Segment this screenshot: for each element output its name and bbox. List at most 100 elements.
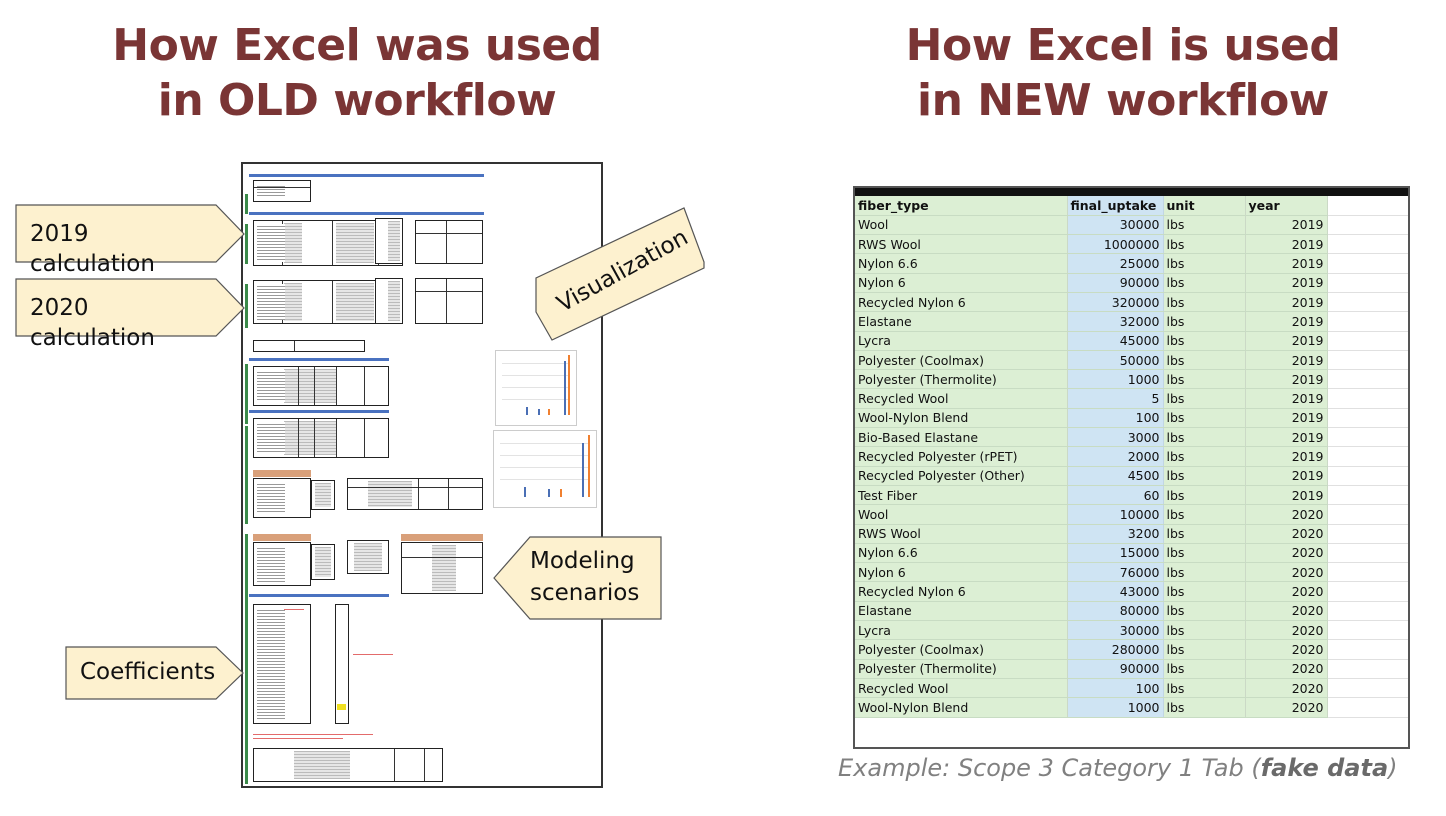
cell-unit[interactable]: lbs [1163,292,1246,313]
cell-final-uptake[interactable]: 1000 [1067,369,1164,390]
header-fiber-type[interactable]: fiber_type [855,196,1068,216]
cell-year[interactable]: 2020 [1245,562,1328,583]
cell-unit[interactable]: lbs [1163,388,1246,409]
cell-fiber-type[interactable]: Polyester (Coolmax) [855,639,1068,660]
cell-fiber-type[interactable]: RWS Wool [855,524,1068,544]
cell-final-uptake[interactable]: 10000 [1067,504,1164,525]
cell-year[interactable]: 2019 [1245,234,1328,255]
cell-year[interactable]: 2020 [1245,659,1328,679]
cell-year[interactable]: 2019 [1245,215,1328,236]
cell-year[interactable]: 2019 [1245,427,1328,448]
cell-final-uptake[interactable]: 30000 [1067,620,1164,641]
empty-cell[interactable] [1327,350,1408,371]
cell-year[interactable]: 2019 [1245,388,1328,409]
cell-unit[interactable]: lbs [1163,639,1246,660]
cell-final-uptake[interactable]: 100 [1067,678,1164,699]
empty-cell[interactable] [1327,504,1408,525]
cell-unit[interactable]: lbs [1163,543,1246,564]
cell-year[interactable]: 2020 [1245,601,1328,622]
empty-cell[interactable] [1327,234,1408,255]
empty-cell[interactable] [1327,369,1408,390]
cell-unit[interactable]: lbs [1163,369,1246,390]
cell-fiber-type[interactable]: Nylon 6.6 [855,253,1068,274]
empty-cell[interactable] [1327,311,1408,332]
empty-cell[interactable] [1327,581,1408,602]
cell-final-uptake[interactable]: 80000 [1067,601,1164,622]
empty-cell[interactable] [1327,659,1408,679]
cell-fiber-type[interactable]: Wool-Nylon Blend [855,408,1068,429]
cell-unit[interactable]: lbs [1163,524,1246,544]
cell-fiber-type[interactable]: Recycled Nylon 6 [855,292,1068,313]
cell-year[interactable]: 2019 [1245,273,1328,293]
empty-cell[interactable] [1327,408,1408,429]
cell-unit[interactable]: lbs [1163,697,1246,718]
cell-unit[interactable]: lbs [1163,408,1246,429]
cell-fiber-type[interactable]: Recycled Wool [855,678,1068,699]
cell-year[interactable]: 2019 [1245,466,1328,486]
cell-final-uptake[interactable]: 60 [1067,485,1164,506]
cell-fiber-type[interactable]: Wool-Nylon Blend [855,697,1068,718]
cell-fiber-type[interactable]: Lycra [855,620,1068,641]
header-year[interactable]: year [1245,196,1328,216]
empty-cell[interactable] [1327,601,1408,622]
cell-year[interactable]: 2019 [1245,253,1328,274]
cell-unit[interactable]: lbs [1163,581,1246,602]
empty-cell[interactable] [1327,697,1408,718]
cell-unit[interactable]: lbs [1163,601,1246,622]
cell-fiber-type[interactable]: Wool [855,215,1068,236]
cell-year[interactable]: 2020 [1245,581,1328,602]
cell-final-uptake[interactable]: 45000 [1067,331,1164,351]
cell-final-uptake[interactable]: 280000 [1067,639,1164,660]
empty-cell[interactable] [1327,292,1408,313]
cell-year[interactable]: 2020 [1245,678,1328,699]
empty-cell[interactable] [1327,485,1408,506]
cell-final-uptake[interactable]: 76000 [1067,562,1164,583]
cell-final-uptake[interactable]: 43000 [1067,581,1164,602]
empty-cell[interactable] [1327,273,1408,293]
cell-year[interactable]: 2019 [1245,350,1328,371]
cell-unit[interactable]: lbs [1163,273,1246,293]
empty-cell[interactable] [1327,215,1408,236]
cell-final-uptake[interactable]: 90000 [1067,273,1164,293]
cell-fiber-type[interactable]: Nylon 6 [855,562,1068,583]
cell-fiber-type[interactable]: RWS Wool [855,234,1068,255]
empty-cell[interactable] [1327,427,1408,448]
cell-unit[interactable]: lbs [1163,215,1246,236]
cell-final-uptake[interactable]: 32000 [1067,311,1164,332]
cell-fiber-type[interactable]: Recycled Polyester (Other) [855,466,1068,486]
empty-cell[interactable] [1327,253,1408,274]
cell-final-uptake[interactable]: 1000000 [1067,234,1164,255]
cell-final-uptake[interactable]: 320000 [1067,292,1164,313]
empty-cell[interactable] [1327,543,1408,564]
cell-unit[interactable]: lbs [1163,234,1246,255]
empty-cell[interactable] [1327,678,1408,699]
cell-final-uptake[interactable]: 30000 [1067,215,1164,236]
cell-final-uptake[interactable]: 2000 [1067,446,1164,467]
cell-fiber-type[interactable]: Wool [855,504,1068,525]
cell-unit[interactable]: lbs [1163,253,1246,274]
cell-year[interactable]: 2020 [1245,504,1328,525]
empty-cell[interactable] [1327,466,1408,486]
cell-year[interactable]: 2019 [1245,369,1328,390]
cell-unit[interactable]: lbs [1163,311,1246,332]
cell-fiber-type[interactable]: Test Fiber [855,485,1068,506]
cell-final-uptake[interactable]: 4500 [1067,466,1164,486]
cell-year[interactable]: 2020 [1245,620,1328,641]
cell-year[interactable]: 2020 [1245,697,1328,718]
cell-fiber-type[interactable]: Elastane [855,601,1068,622]
cell-year[interactable]: 2019 [1245,331,1328,351]
empty-cell[interactable] [1327,446,1408,467]
empty-cell[interactable] [1327,524,1408,544]
empty-cell[interactable] [1327,388,1408,409]
empty-cell[interactable] [1327,562,1408,583]
empty-cell[interactable] [1327,639,1408,660]
empty-cell[interactable] [1327,620,1408,641]
cell-fiber-type[interactable]: Recycled Polyester (rPET) [855,446,1068,467]
cell-year[interactable]: 2019 [1245,408,1328,429]
header-final-uptake[interactable]: final_uptake [1067,196,1164,216]
cell-year[interactable]: 2019 [1245,311,1328,332]
cell-fiber-type[interactable]: Recycled Nylon 6 [855,581,1068,602]
cell-final-uptake[interactable]: 50000 [1067,350,1164,371]
cell-year[interactable]: 2020 [1245,524,1328,544]
cell-fiber-type[interactable]: Bio-Based Elastane [855,427,1068,448]
